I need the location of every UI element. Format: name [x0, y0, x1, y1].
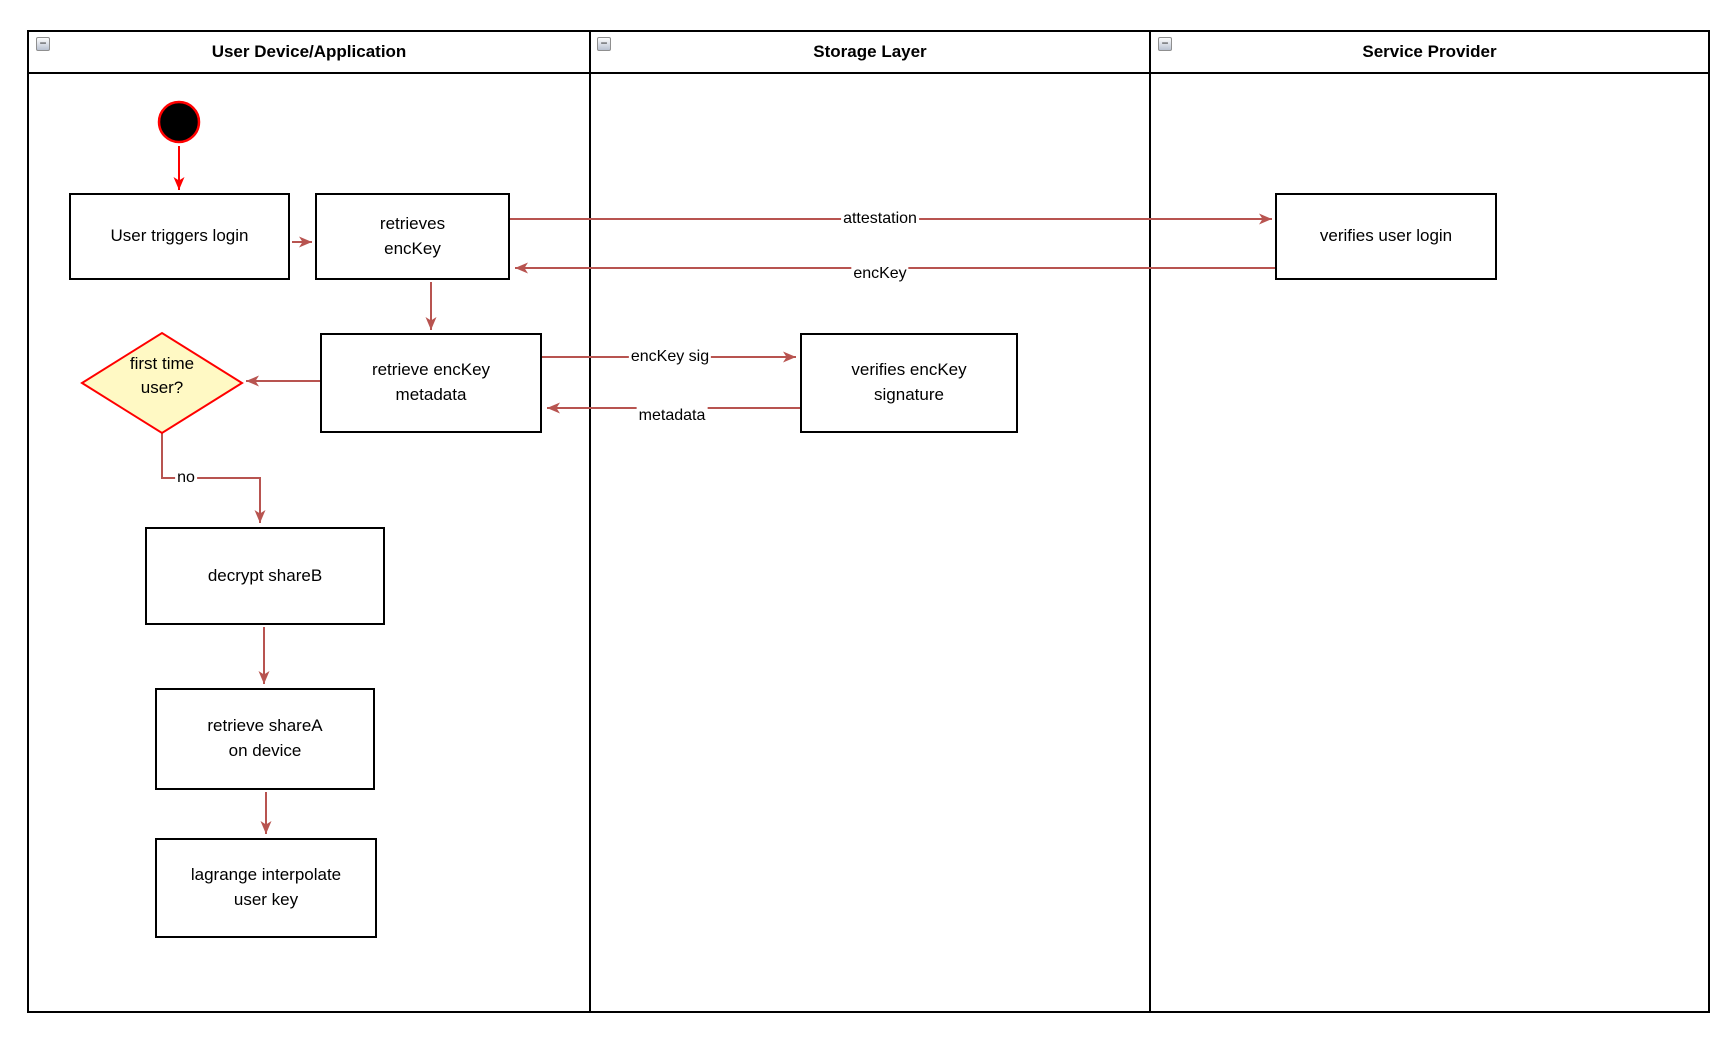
collapse-minus-icon[interactable]: −: [1158, 37, 1172, 51]
node-decrypt-shareb[interactable]: decrypt shareB: [145, 527, 385, 625]
edge-label-no: no: [175, 469, 197, 487]
collapse-minus-icon[interactable]: −: [597, 37, 611, 51]
decision-first-time-user[interactable]: [80, 331, 244, 435]
edge-label-attestation: attestation: [841, 210, 919, 228]
node-retrieve-enckey-metadata[interactable]: retrieve encKey metadata: [320, 333, 542, 433]
edge-no-branch: [161, 433, 266, 523]
lane-header-separator: [29, 72, 1708, 74]
decision-first-time-user-label: first time user?: [129, 354, 195, 397]
edge-label-metadata: metadata: [636, 407, 708, 425]
lane-title-user-device[interactable]: User Device/Application: [211, 42, 407, 61]
node-verifies-enckey-signature[interactable]: verifies encKey signature: [800, 333, 1018, 433]
lane-title-service-provider[interactable]: Service Provider: [1362, 42, 1497, 61]
node-verifies-user-login[interactable]: verifies user login: [1275, 193, 1497, 280]
node-user-triggers-login[interactable]: User triggers login: [69, 193, 290, 280]
lane-title-storage-layer[interactable]: Storage Layer: [813, 42, 927, 61]
lane-divider-2: [1149, 32, 1151, 1011]
node-lagrange-interpolate-user-key[interactable]: lagrange interpolate user key: [155, 838, 377, 938]
lane-divider-1: [589, 32, 591, 1011]
swimlane-pool: User Device/Application Storage Layer Se…: [27, 30, 1710, 1013]
collapse-minus-icon[interactable]: −: [36, 37, 50, 51]
edge-label-enckey-sig: encKey sig: [628, 348, 712, 366]
start-node[interactable]: [157, 100, 201, 144]
node-retrieve-sharea-on-device[interactable]: retrieve shareA on device: [155, 688, 375, 790]
edge-label-enckey: encKey: [851, 265, 909, 283]
node-retrieves-enckey[interactable]: retrieves encKey: [315, 193, 510, 280]
